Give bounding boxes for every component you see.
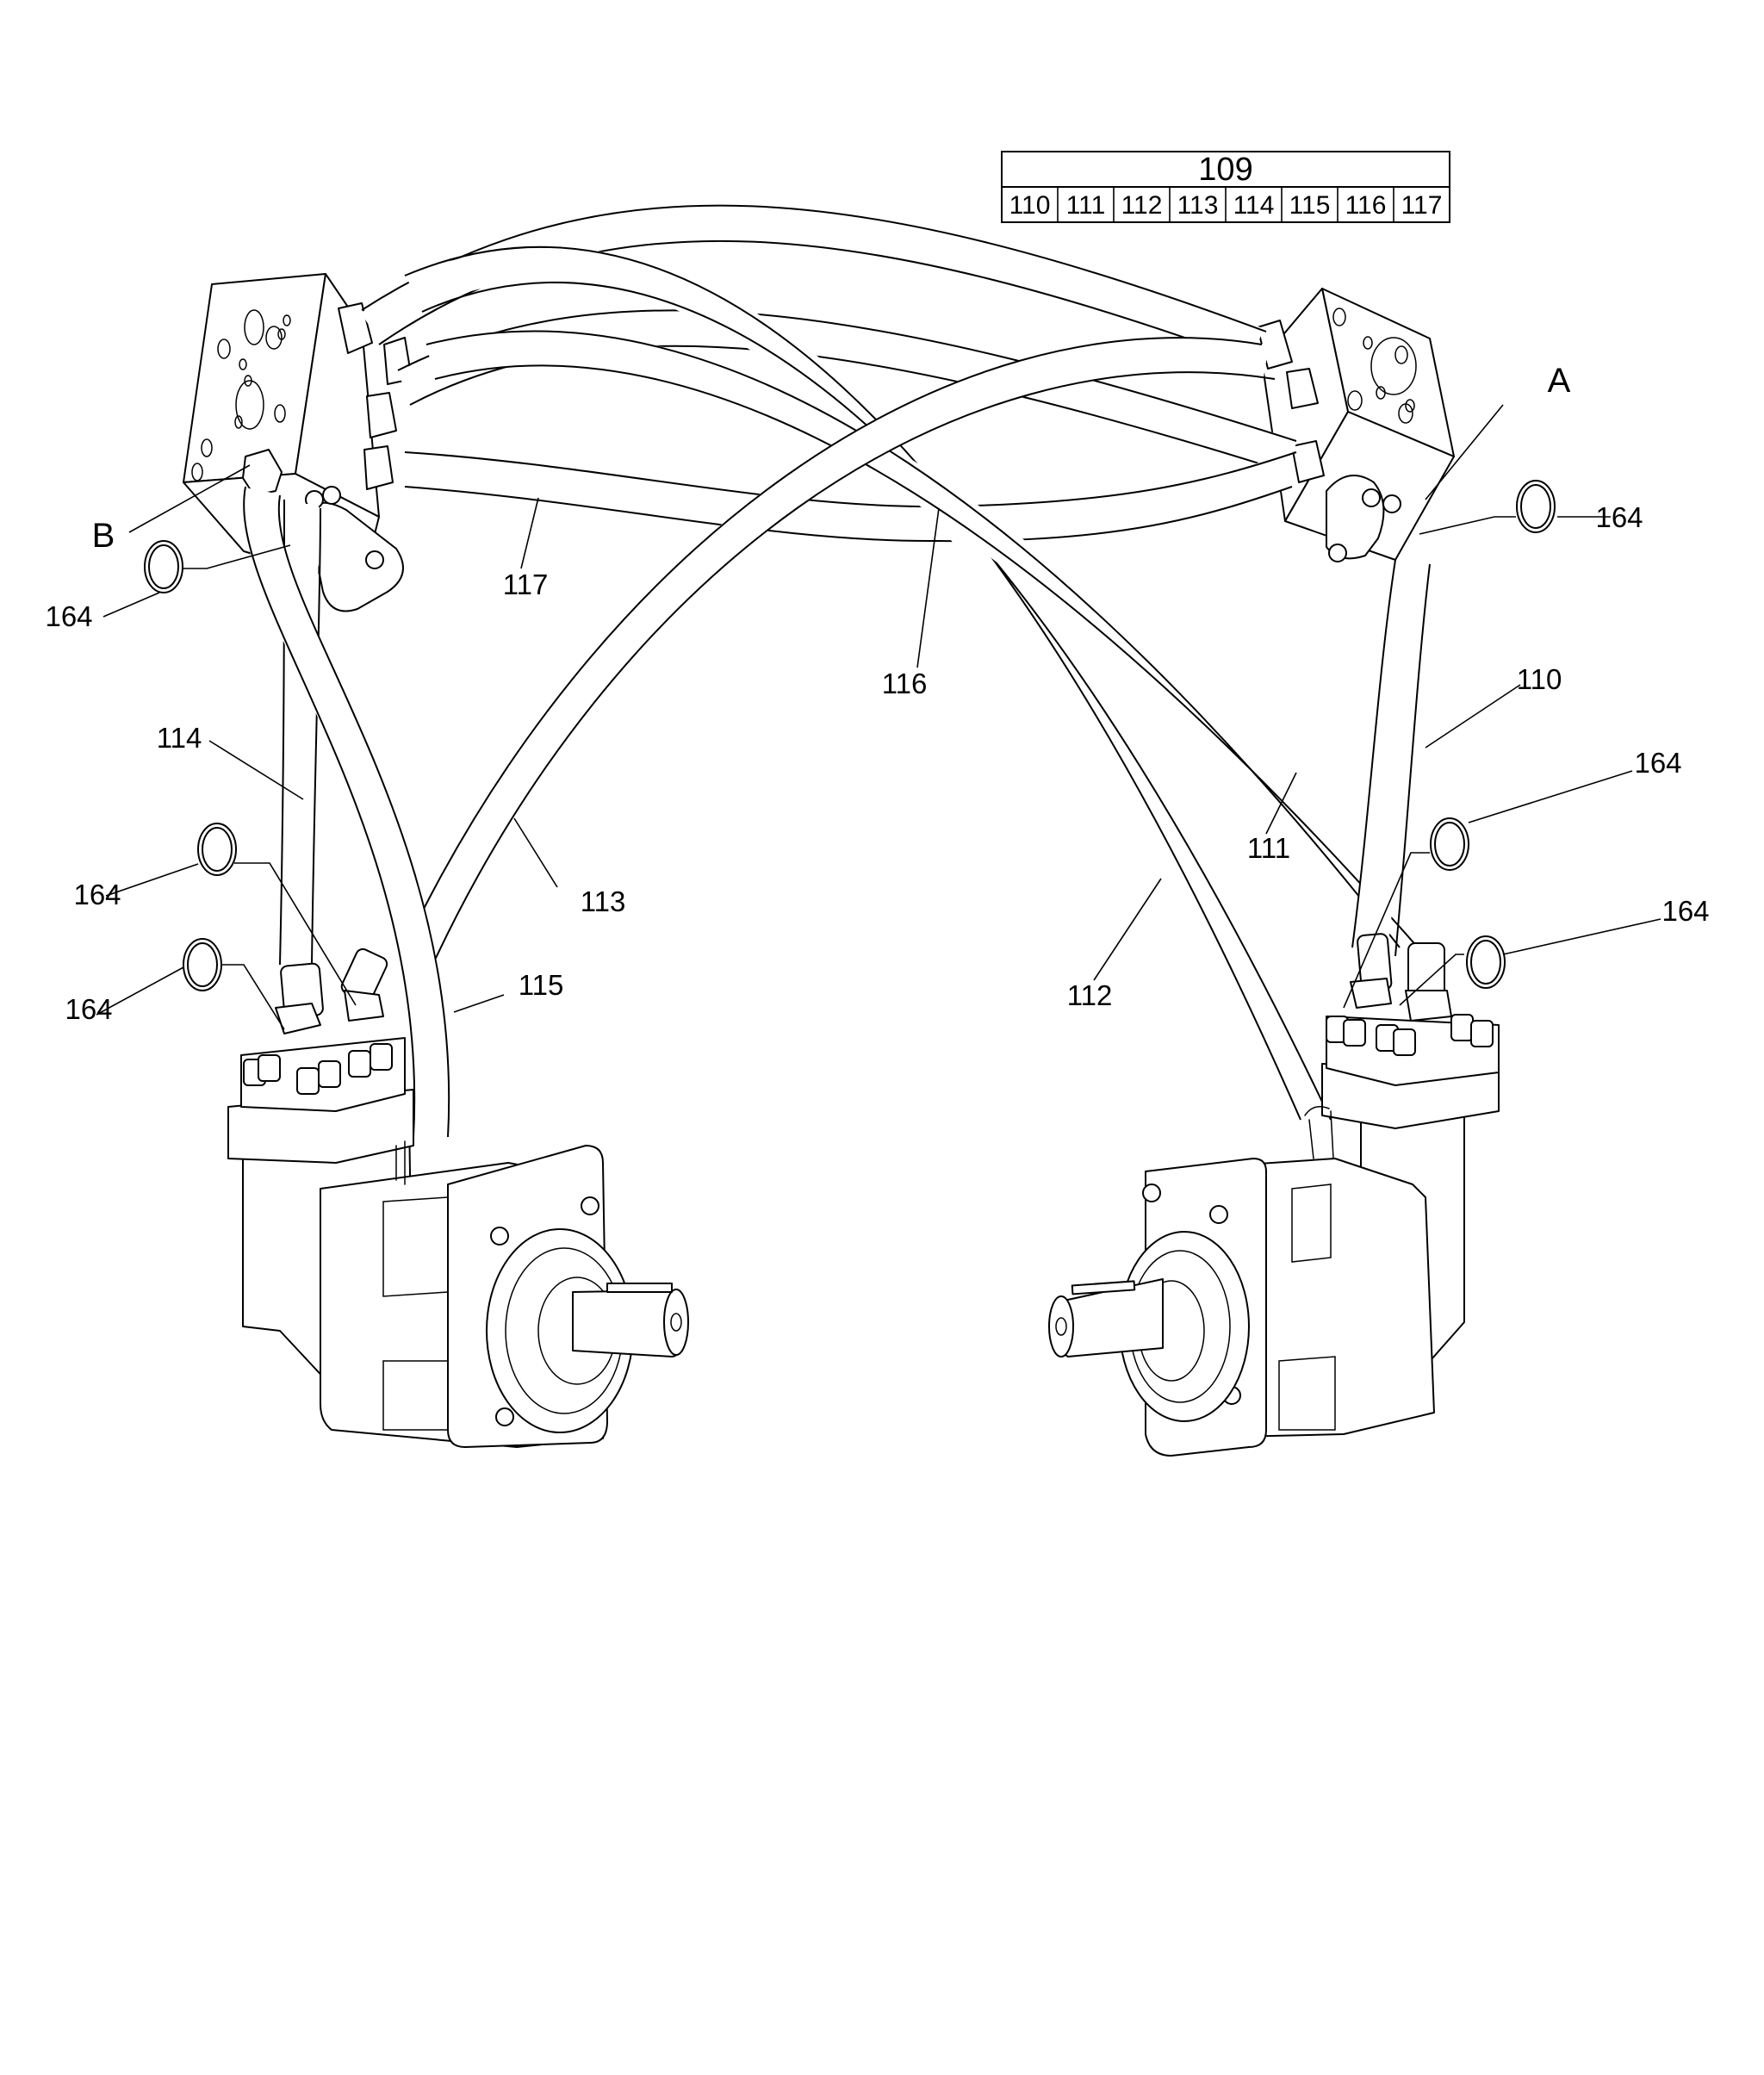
kit-table-cells: 110 111 112 113 114 115 116 117	[1009, 187, 1443, 222]
callout-114: 114	[157, 722, 202, 754]
callout-164: 164	[1662, 895, 1709, 927]
kit-table-item: 114	[1233, 191, 1275, 220]
o-ring-icon	[144, 540, 183, 593]
callout-164: 164	[45, 600, 92, 632]
hose-assembly	[243, 204, 1431, 1139]
callout-view-b: B	[92, 517, 115, 555]
callout-164: 164	[1595, 501, 1643, 533]
callout-labels: A B 164 164 117 116 110 114 164 111 113 …	[45, 362, 1709, 1025]
kit-table-item: 110	[1009, 191, 1051, 220]
o-ring-icon	[1466, 935, 1506, 989]
kit-table-item: 116	[1345, 191, 1387, 220]
callout-112: 112	[1067, 979, 1113, 1011]
o-ring-icon	[1516, 480, 1556, 533]
o-ring-icon	[1430, 817, 1469, 871]
kit-table-item: 115	[1289, 191, 1331, 220]
kit-table-header: 109	[1198, 152, 1252, 188]
callout-view-a: A	[1548, 362, 1571, 400]
callout-111: 111	[1247, 832, 1290, 864]
callout-117: 117	[503, 568, 549, 600]
o-ring-icon	[183, 938, 222, 991]
kit-table-item: 113	[1177, 191, 1219, 220]
hydraulic-motor-left	[227, 947, 689, 1448]
callout-164: 164	[73, 879, 121, 910]
leader-lines	[96, 404, 1662, 1030]
kit-table-item: 111	[1066, 191, 1106, 220]
hydraulic-motor-right	[1048, 933, 1500, 1457]
callout-110: 110	[1517, 663, 1562, 695]
valve-block-right	[1257, 288, 1455, 562]
kit-table-item: 117	[1401, 191, 1443, 220]
bolt-heads-left	[243, 1043, 393, 1095]
o-ring-icon	[197, 823, 237, 876]
callout-164: 164	[1634, 747, 1681, 779]
bolt-heads-right	[1326, 1014, 1494, 1056]
callout-116: 116	[882, 668, 928, 699]
kit-table-item: 112	[1121, 191, 1163, 220]
kit-table: 110 111 112 113 114 115 116 117 109	[1001, 151, 1450, 223]
callout-164: 164	[65, 993, 112, 1025]
callout-115: 115	[519, 969, 564, 1001]
o-rings	[144, 480, 1556, 991]
callout-113: 113	[581, 885, 626, 917]
